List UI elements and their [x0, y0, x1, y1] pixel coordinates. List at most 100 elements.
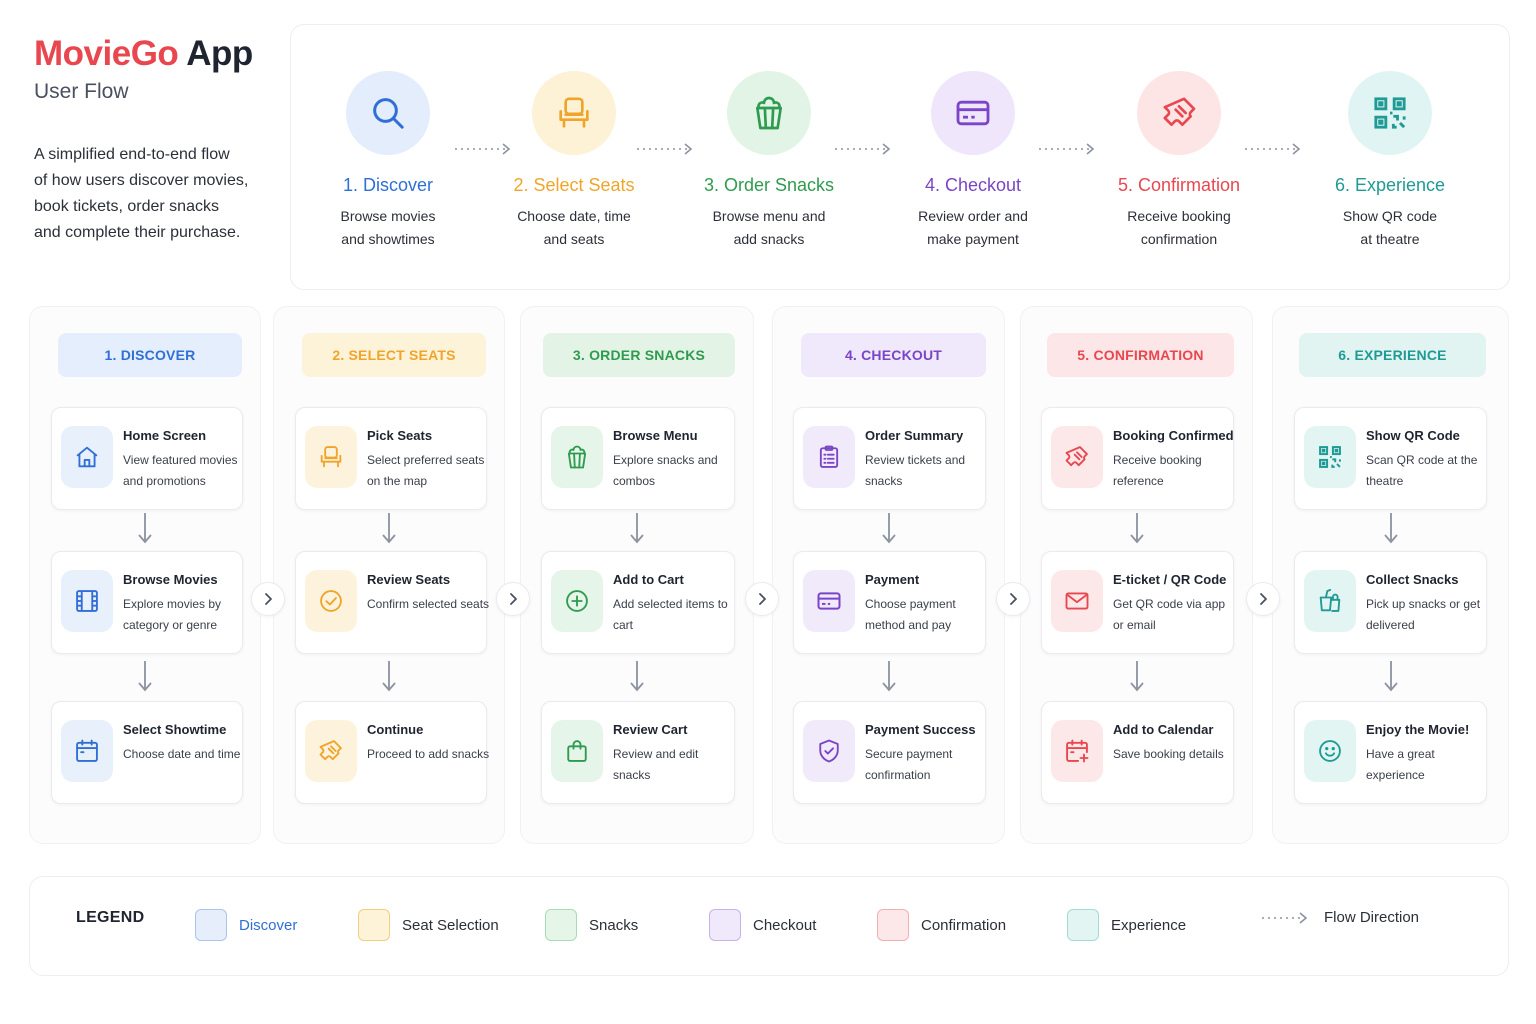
step-card-payment-success[interactable]: Payment Success Secure payment confirmat…: [793, 701, 986, 804]
overview-desc-line: and showtimes: [341, 231, 435, 247]
step-card-payment[interactable]: Payment Choose payment method and pay: [793, 551, 986, 654]
step-card-enjoy-the-movie[interactable]: Enjoy the Movie! Have a great experience: [1294, 701, 1487, 804]
overview-desc-line: and seats: [543, 231, 605, 247]
legend: LEGEND Discover Seat Selection Snacks Ch…: [29, 876, 1509, 976]
card-title: Show QR Code: [1366, 428, 1460, 443]
legend-swatch: [709, 909, 741, 941]
card-title: Review Cart: [613, 722, 688, 737]
card-title: Payment Success: [865, 722, 976, 737]
legend-swatch: [195, 909, 227, 941]
down-arrow: [382, 661, 396, 692]
column-header: 2. SELECT SEATS: [302, 333, 486, 377]
card-title: Select Showtime: [123, 722, 227, 737]
intro-line: book tickets, order snacks: [34, 198, 219, 215]
flow-arrow: [455, 143, 511, 155]
step-card-review-seats[interactable]: Review Seats Confirm selected seats: [295, 551, 489, 654]
step-card-order-summary[interactable]: Order Summary Review tickets and snacks: [793, 407, 986, 510]
mail-icon: [1051, 570, 1103, 632]
column-header: 4. CHECKOUT: [801, 333, 986, 377]
dotted-arrow-icon: [1262, 911, 1308, 924]
app-title: MovieGo App: [34, 34, 284, 74]
overview-desc-line: confirmation: [1140, 231, 1218, 247]
card-description: Review and edit snacks: [613, 747, 699, 782]
intro-text: A simplified end-to-end flow of how user…: [34, 142, 274, 246]
overview-step-title: 3. Order Snacks: [703, 175, 835, 195]
overview-desc-line: make payment: [927, 231, 1019, 247]
chevron-right-icon: [265, 593, 272, 605]
intro-line: A simplified end-to-end flow: [34, 146, 230, 163]
legend-item-experience: Experience: [1067, 909, 1186, 941]
step-card-booking-confirmed[interactable]: Booking Confirmed Receive booking refere…: [1041, 407, 1234, 510]
card-description: Confirm selected seats: [367, 597, 490, 611]
step-card-eticket-qr-code[interactable]: E-ticket / QR Code Get QR code via app o…: [1041, 551, 1234, 654]
overview-step-desc: Review order and make payment: [878, 205, 1068, 251]
chevron-right-icon: [759, 593, 766, 605]
card-description: Choose payment method and pay: [865, 597, 956, 632]
next-step-button[interactable]: [251, 582, 285, 616]
legend-label: Experience: [1111, 916, 1187, 934]
next-step-button[interactable]: [996, 582, 1030, 616]
flow-arrow: [637, 143, 693, 155]
step-card-pick-seats[interactable]: Pick Seats Select preferred seats on the…: [295, 407, 487, 510]
legend-label: Checkout: [753, 916, 817, 934]
step-card-collect-snacks[interactable]: Collect Snacks Pick up snacks or get del…: [1294, 551, 1487, 654]
step-card-browse-movies[interactable]: Browse Movies Explore movies by category…: [51, 551, 243, 654]
column-checkout: 4. CHECKOUT Order Summary Review tickets…: [772, 306, 1005, 844]
page-subtitle: User Flow: [34, 80, 129, 103]
overview-step-title: 5. Confirmation: [1117, 175, 1241, 195]
card-title: Add to Cart: [613, 572, 684, 587]
step-card-add-to-calendar[interactable]: Add to Calendar Save booking details: [1041, 701, 1234, 804]
down-arrow: [881, 661, 896, 692]
card-description: Have a great experience: [1366, 747, 1435, 782]
card-description: Pick up snacks or get delivered: [1366, 597, 1481, 632]
next-step-button[interactable]: [745, 582, 779, 616]
credit-card-icon: [931, 71, 1015, 155]
legend-title: LEGEND: [76, 909, 145, 926]
step-card-home-screen[interactable]: Home Screen View featured movies and pro…: [51, 407, 243, 510]
card-description: View featured movies and promotions: [123, 453, 238, 488]
ticket-icon: [1051, 426, 1103, 488]
overview-desc-line: Review order and: [918, 208, 1028, 224]
card-description: Scan QR code at the theatre: [1366, 453, 1478, 488]
seat-icon: [532, 71, 616, 155]
step-card-continue[interactable]: Continue Proceed to add snacks: [295, 701, 489, 804]
overview-step-title: 2. Select Seats: [513, 175, 635, 195]
flow-arrow: [1039, 143, 1095, 155]
legend-item-checkout: Checkout: [709, 909, 816, 941]
overview-desc-line: Browse menu and: [712, 208, 826, 224]
card-description: Review tickets and snacks: [865, 453, 966, 488]
title-block: MovieGo App User Flow A simplified end-t…: [34, 34, 284, 246]
down-arrow: [1129, 513, 1144, 544]
step-card-review-cart[interactable]: Review Cart Review and edit snacks: [541, 701, 735, 804]
step-card-show-qr-code[interactable]: Show QR Code Scan QR code at the theatre: [1294, 407, 1487, 510]
next-step-button[interactable]: [496, 582, 530, 616]
step-card-select-showtime[interactable]: Select Showtime Choose date and time: [51, 701, 243, 804]
card-description: Proceed to add snacks: [367, 747, 490, 761]
step-card-browse-menu[interactable]: Browse Menu Explore snacks and combos: [541, 407, 735, 510]
legend-item-discover: Discover: [195, 909, 297, 941]
down-arrow: [1383, 513, 1398, 544]
step-card-add-to-cart[interactable]: Add to Cart Add selected items to cart: [541, 551, 735, 654]
shield-check-icon: [803, 720, 855, 782]
card-title: E-ticket / QR Code: [1113, 572, 1227, 587]
chevron-right-icon: [1010, 593, 1017, 605]
check-circle-icon: [305, 570, 357, 632]
app-title-brand: MovieGo: [34, 34, 179, 73]
legend-swatch: [358, 909, 390, 941]
down-arrow: [138, 513, 152, 544]
column-discover: 1. DISCOVER Home Screen View featured mo…: [29, 306, 261, 844]
legend-swatch: [877, 909, 909, 941]
down-arrow: [382, 513, 396, 544]
next-step-button[interactable]: [1246, 582, 1280, 616]
